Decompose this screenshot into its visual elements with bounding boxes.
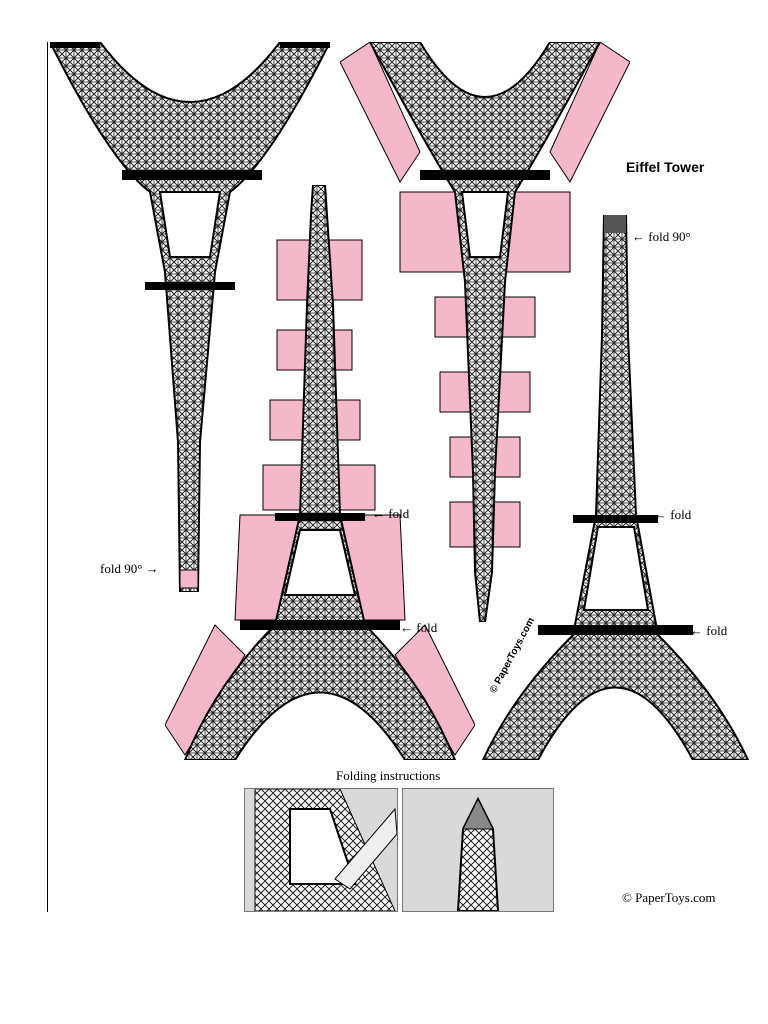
tower-piece-tabs-center <box>165 185 475 760</box>
label-fold-mid-right: ← fold <box>654 507 692 522</box>
tower-piece-left <box>50 42 330 592</box>
fold-90-top-text: fold 90° <box>648 229 691 244</box>
page-title: Eiffel Tower <box>626 159 705 175</box>
fold-mid-right-text: fold <box>670 507 692 522</box>
tower-piece-right <box>481 215 750 760</box>
fold-90-left-text: fold 90° <box>100 561 143 576</box>
label-fold-90-top: ← fold 90° <box>632 229 691 244</box>
tower-piece-tabs-upper <box>340 42 630 622</box>
fold-low-center-text: fold <box>416 620 438 635</box>
copyright-text: © PaperToys.com <box>622 890 716 905</box>
instruction-illustration-2 <box>456 796 500 911</box>
label-fold-low-center: ← fold <box>400 620 438 635</box>
margin-line <box>47 42 48 912</box>
label-fold-90-left: fold 90° → <box>100 561 159 576</box>
fold-low-right-text: fold <box>706 623 728 638</box>
instruction-panel-2 <box>402 788 554 912</box>
fold-mid-center-text: fold <box>388 506 410 521</box>
instruction-illustration-1 <box>254 789 397 911</box>
instruction-panel-1 <box>244 788 398 912</box>
label-fold-low-right: ← fold <box>690 623 728 638</box>
label-fold-mid-center: ← fold <box>372 506 410 521</box>
folding-instructions-heading: Folding instructions <box>336 768 441 783</box>
